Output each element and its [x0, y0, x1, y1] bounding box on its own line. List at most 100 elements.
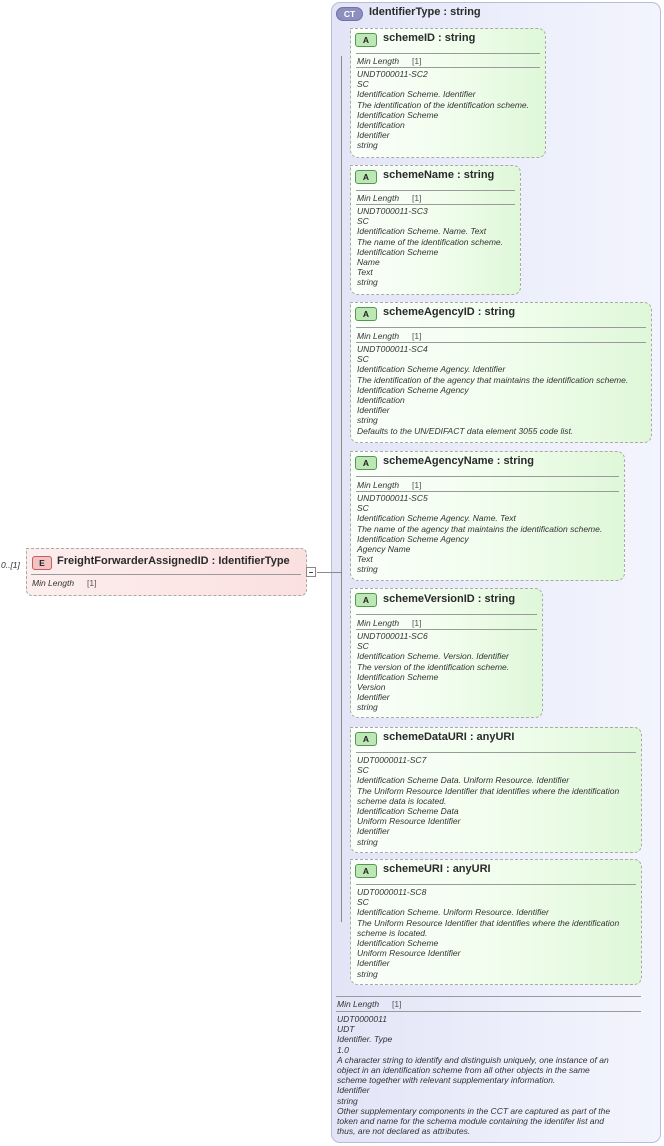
- doc-line: string: [337, 1095, 358, 1106]
- doc-line: Identifier: [357, 130, 390, 141]
- doc-line: SC: [357, 216, 369, 227]
- doc-line: UDT: [337, 1024, 355, 1035]
- doc-line: Identification: [357, 395, 405, 406]
- attribute-badge: A: [355, 593, 377, 607]
- doc-line: Agency Name: [357, 544, 411, 555]
- doc-line: Identification Scheme: [357, 109, 439, 120]
- doc-line: The identification of the identification…: [357, 99, 529, 110]
- cardinality-label: 0..[1]: [1, 560, 20, 570]
- attribute-title: schemeDataURI : anyURI: [383, 731, 515, 743]
- doc-line: string: [357, 564, 378, 575]
- doc-line: scheme data is located.: [357, 795, 447, 806]
- divider: [356, 53, 540, 54]
- attribute-title: schemeName : string: [383, 169, 495, 181]
- doc-line: SC: [357, 897, 369, 908]
- doc-line: Identifier: [357, 826, 390, 837]
- divider: [356, 476, 619, 477]
- doc-line: UNDT000011-SC3: [357, 206, 428, 216]
- doc-line: Defaults to the UN/EDIFACT data element …: [357, 425, 574, 436]
- attribute-badge: A: [355, 456, 377, 470]
- attribute-title: schemeID : string: [383, 32, 476, 44]
- doc-line: The name of the identification scheme.: [357, 236, 503, 247]
- doc-line: Identification Scheme. Identifier: [357, 89, 476, 100]
- doc-line: Identification Scheme: [357, 938, 439, 949]
- attribute-title: schemeAgencyID : string: [383, 306, 516, 318]
- attribute-scheme-data-uri[interactable]: [350, 727, 642, 853]
- doc-line: Identification Scheme Data. Uniform Reso…: [357, 775, 570, 786]
- attribute-scheme-id[interactable]: [350, 28, 546, 158]
- doc-line: Identification Scheme. Name. Text: [357, 226, 487, 237]
- doc-line: SC: [357, 641, 369, 652]
- doc-line: Uniform Resource Identifier: [357, 816, 461, 827]
- divider: [336, 1011, 641, 1012]
- min-length-label: Min Length: [357, 480, 400, 490]
- doc-line: Identifier: [357, 692, 390, 703]
- min-length-value: [1]: [412, 331, 422, 341]
- doc-line: thus, are not declared as attributes.: [337, 1126, 471, 1137]
- doc-line: Identification Scheme Data: [357, 806, 459, 817]
- attribute-scheme-agency-name[interactable]: [350, 451, 625, 581]
- doc-line: Identifier. Type: [337, 1034, 393, 1045]
- doc-line: The identification of the agency that ma…: [357, 374, 629, 385]
- attribute-badge: A: [355, 732, 377, 746]
- attribute-scheme-version-id[interactable]: [350, 588, 543, 718]
- doc-line: The version of the identification scheme…: [357, 661, 510, 672]
- divider: [356, 190, 515, 191]
- min-length-label: Min Length: [357, 618, 400, 628]
- min-length-value: [1]: [412, 480, 422, 490]
- doc-line: UNDT000011-SC4: [357, 344, 428, 354]
- doc-line: Identification Scheme Agency: [357, 384, 469, 395]
- doc-line: scheme is located.: [357, 927, 428, 938]
- attribute-scheme-name[interactable]: [350, 165, 521, 295]
- doc-line: Uniform Resource Identifier: [357, 948, 461, 959]
- min-length-value: [1]: [412, 56, 422, 66]
- min-length-value: [1]: [412, 193, 422, 203]
- doc-line: string: [357, 277, 378, 288]
- doc-line: UNDT000011-SC2: [357, 69, 428, 79]
- divider: [356, 884, 636, 885]
- doc-line: Identification Scheme Agency. Name. Text: [357, 513, 516, 524]
- doc-line: UNDT000011-SC6: [357, 631, 428, 641]
- doc-line: Version: [357, 682, 386, 693]
- divider: [356, 614, 537, 615]
- collapse-toggle-button[interactable]: [306, 567, 316, 577]
- doc-line: SC: [357, 354, 369, 365]
- doc-line: SC: [357, 79, 369, 90]
- attribute-badge: A: [355, 864, 377, 878]
- min-length-label: Min Length: [357, 56, 400, 66]
- min-length-value: [1]: [412, 618, 422, 628]
- doc-line: object in an identification scheme from …: [337, 1065, 590, 1076]
- doc-line: A character string to identify and disti…: [337, 1054, 609, 1065]
- element-freight-forwarder-assigned-id[interactable]: [26, 548, 307, 596]
- min-length-value: [1]: [392, 999, 402, 1009]
- doc-line: Identification Scheme. Uniform Resource.…: [357, 907, 549, 918]
- min-length-label: Min Length: [337, 999, 380, 1009]
- divider: [356, 752, 636, 753]
- doc-line: 1.0: [337, 1044, 349, 1055]
- doc-line: The Uniform Resource Identifier that ide…: [357, 785, 620, 796]
- divider: [336, 996, 641, 997]
- divider: [356, 629, 537, 630]
- element-badge: E: [32, 556, 52, 570]
- divider: [356, 67, 540, 68]
- attribute-badge: A: [355, 170, 377, 184]
- divider: [356, 491, 619, 492]
- doc-line: Other supplementary components in the CC…: [337, 1105, 611, 1116]
- element-title: FreightForwarderAssignedID : IdentifierT…: [57, 555, 290, 567]
- doc-line: token and name for the schema module con…: [337, 1116, 604, 1127]
- doc-line: Identifier: [337, 1085, 370, 1096]
- min-length-label: Min Length: [357, 193, 400, 203]
- divider: [356, 342, 646, 343]
- attribute-scheme-agency-id[interactable]: [350, 302, 652, 443]
- attribute-scheme-uri[interactable]: [350, 859, 642, 985]
- attribute-badge: A: [355, 33, 377, 47]
- doc-line: SC: [357, 765, 369, 776]
- doc-line: Identification Scheme: [357, 246, 439, 257]
- doc-line: UNDT000011-SC5: [357, 493, 428, 503]
